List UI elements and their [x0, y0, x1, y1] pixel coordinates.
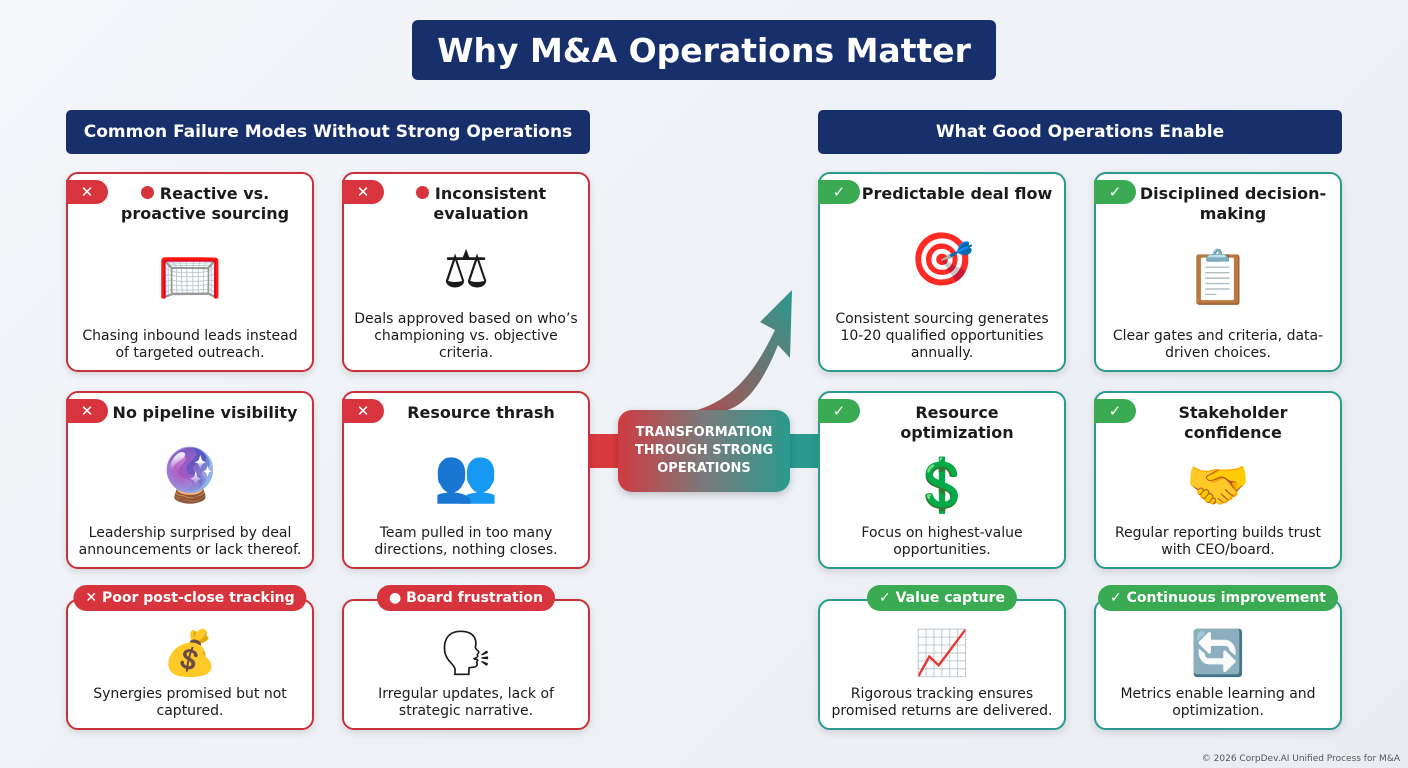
card-title-badge: ✓ Continuous improvement	[1098, 585, 1338, 611]
failure-section-header: Common Failure Modes Without Strong Oper…	[66, 110, 590, 154]
red-dot-icon	[140, 186, 154, 199]
benefit-card: ✓ Resource optimization 💲 Focus on highest-…	[818, 391, 1066, 569]
crystal-ball-icon: 🔮	[157, 446, 223, 506]
card-title-badge: ✓ Value capture	[866, 585, 1018, 611]
benefit-card: ✓ Value capture 📈 Rigorous tracking ensure…	[818, 585, 1066, 730]
benefit-section-header: What Good Operations Enable	[818, 110, 1342, 154]
card-title-badge: ● Board frustration	[376, 585, 556, 611]
failure-card: ● Board frustration 🗣 Irregular updates, l…	[342, 585, 590, 730]
failure-card: ✕ Poor post-close tracking 💰 Synergies pro…	[66, 585, 314, 730]
card-title: Predictable deal flow	[861, 184, 1053, 203]
x-mark-icon: ✕	[342, 180, 384, 204]
check-mark-icon: ✓	[1094, 399, 1136, 423]
leaking-treasure-chest-icon: 💰	[162, 627, 218, 679]
failure-card: ✕ Resource thrash 👥 Team pulled in too many…	[342, 391, 590, 569]
benefit-card: ✓ Continuous improvement 🔄 Metrics enable …	[1094, 585, 1342, 730]
card-title: Disciplined decision-making	[1139, 184, 1327, 223]
red-dot-icon	[415, 186, 429, 199]
card-title: Value capture	[895, 590, 1006, 606]
card-description: Focus on highest-value opportunities.	[861, 525, 1023, 558]
card-description: Clear gates and criteria, data-driven ch…	[1112, 328, 1324, 361]
benefit-card: ✓ Stakeholder confidence 🤝 Regular reportin…	[1094, 391, 1342, 569]
card-title: Stakeholder confidence	[1178, 403, 1288, 442]
check-mark-icon: ✓	[818, 399, 860, 423]
growth-cycle-icon: 🔄	[1190, 627, 1246, 679]
x-mark-icon: ✕	[342, 399, 384, 423]
x-mark-icon: ✕	[66, 180, 108, 204]
badge-mark-icon: ✓	[1110, 590, 1122, 606]
curved-arrow	[690, 290, 792, 412]
card-description: Metrics enable learning and optimization…	[1120, 686, 1316, 719]
funnel-target-icon: 🎯	[909, 229, 975, 290]
card-description: Team pulled in too many directions, noth…	[374, 525, 558, 558]
card-description: Chasing inbound leads instead of targete…	[82, 328, 298, 361]
card-description: Rigorous tracking ensures promised retur…	[831, 686, 1053, 719]
failure-card: ✕ Inconsistent evaluation ⚖ Deals approved …	[342, 172, 590, 372]
card-title-badge: ✕ Poor post-close tracking	[73, 585, 307, 611]
card-title: Reactive vs. proactive sourcing	[120, 184, 290, 223]
card-title: Resource optimization	[900, 403, 1014, 442]
person-with-net-icon: 🥅	[157, 248, 223, 308]
check-mark-icon: ✓	[818, 180, 860, 204]
badge-mark-icon: ✕	[85, 590, 98, 606]
frustrated-speaker-icon: 🗣	[438, 627, 494, 679]
card-title: Inconsistent evaluation	[433, 184, 547, 223]
card-description: Consistent sourcing generates 10-20 qual…	[835, 311, 1049, 361]
x-mark-icon: ✕	[66, 399, 108, 423]
card-description: Leadership surprised by deal announcemen…	[78, 525, 302, 558]
page-title: Why M&A Operations Matter	[412, 20, 996, 80]
card-title: Board frustration	[406, 590, 544, 606]
card-description: Regular reporting builds trust with CEO/…	[1114, 525, 1322, 558]
unbalanced-scale-icon: ⚖	[442, 239, 490, 300]
card-title: Resource thrash	[407, 403, 555, 422]
card-title: Continuous improvement	[1126, 590, 1326, 606]
card-title: Poor post-close tracking	[102, 590, 295, 606]
card-title: No pipeline visibility	[112, 403, 298, 422]
card-description: Irregular updates, lack of strategic nar…	[378, 686, 554, 719]
checklist-gate-icon: 📋	[1185, 248, 1251, 308]
badge-mark-icon: ●	[388, 590, 402, 606]
treasure-growth-icon: 📈	[914, 627, 970, 679]
handshake-report-icon: 🤝	[1185, 456, 1251, 516]
card-description: Deals approved based on who’s championin…	[354, 311, 578, 361]
failure-card: ✕ Reactive vs. proactive sourcing 🥅 Chasing…	[66, 172, 314, 372]
transformation-label: TRANSFORMATION THROUGH STRONG OPERATIONS	[618, 410, 790, 492]
benefit-card: ✓Predictable deal flow 🎯 Consistent sourci…	[818, 172, 1066, 372]
card-description: Synergies promised but not captured.	[93, 686, 287, 719]
check-mark-icon: ✓	[1094, 180, 1136, 204]
failure-card: ✕No pipeline visibility 🔮 Leadership surpr…	[66, 391, 314, 569]
team-money-icon: 💲	[909, 456, 975, 516]
team-arrows-icon: 👥	[433, 446, 499, 506]
badge-mark-icon: ✓	[878, 590, 891, 606]
footer-copyright: © 2026 CorpDev.AI Unified Process for M&…	[1201, 754, 1400, 764]
benefit-card: ✓Disciplined decision-making 📋 Clear gates…	[1094, 172, 1342, 372]
